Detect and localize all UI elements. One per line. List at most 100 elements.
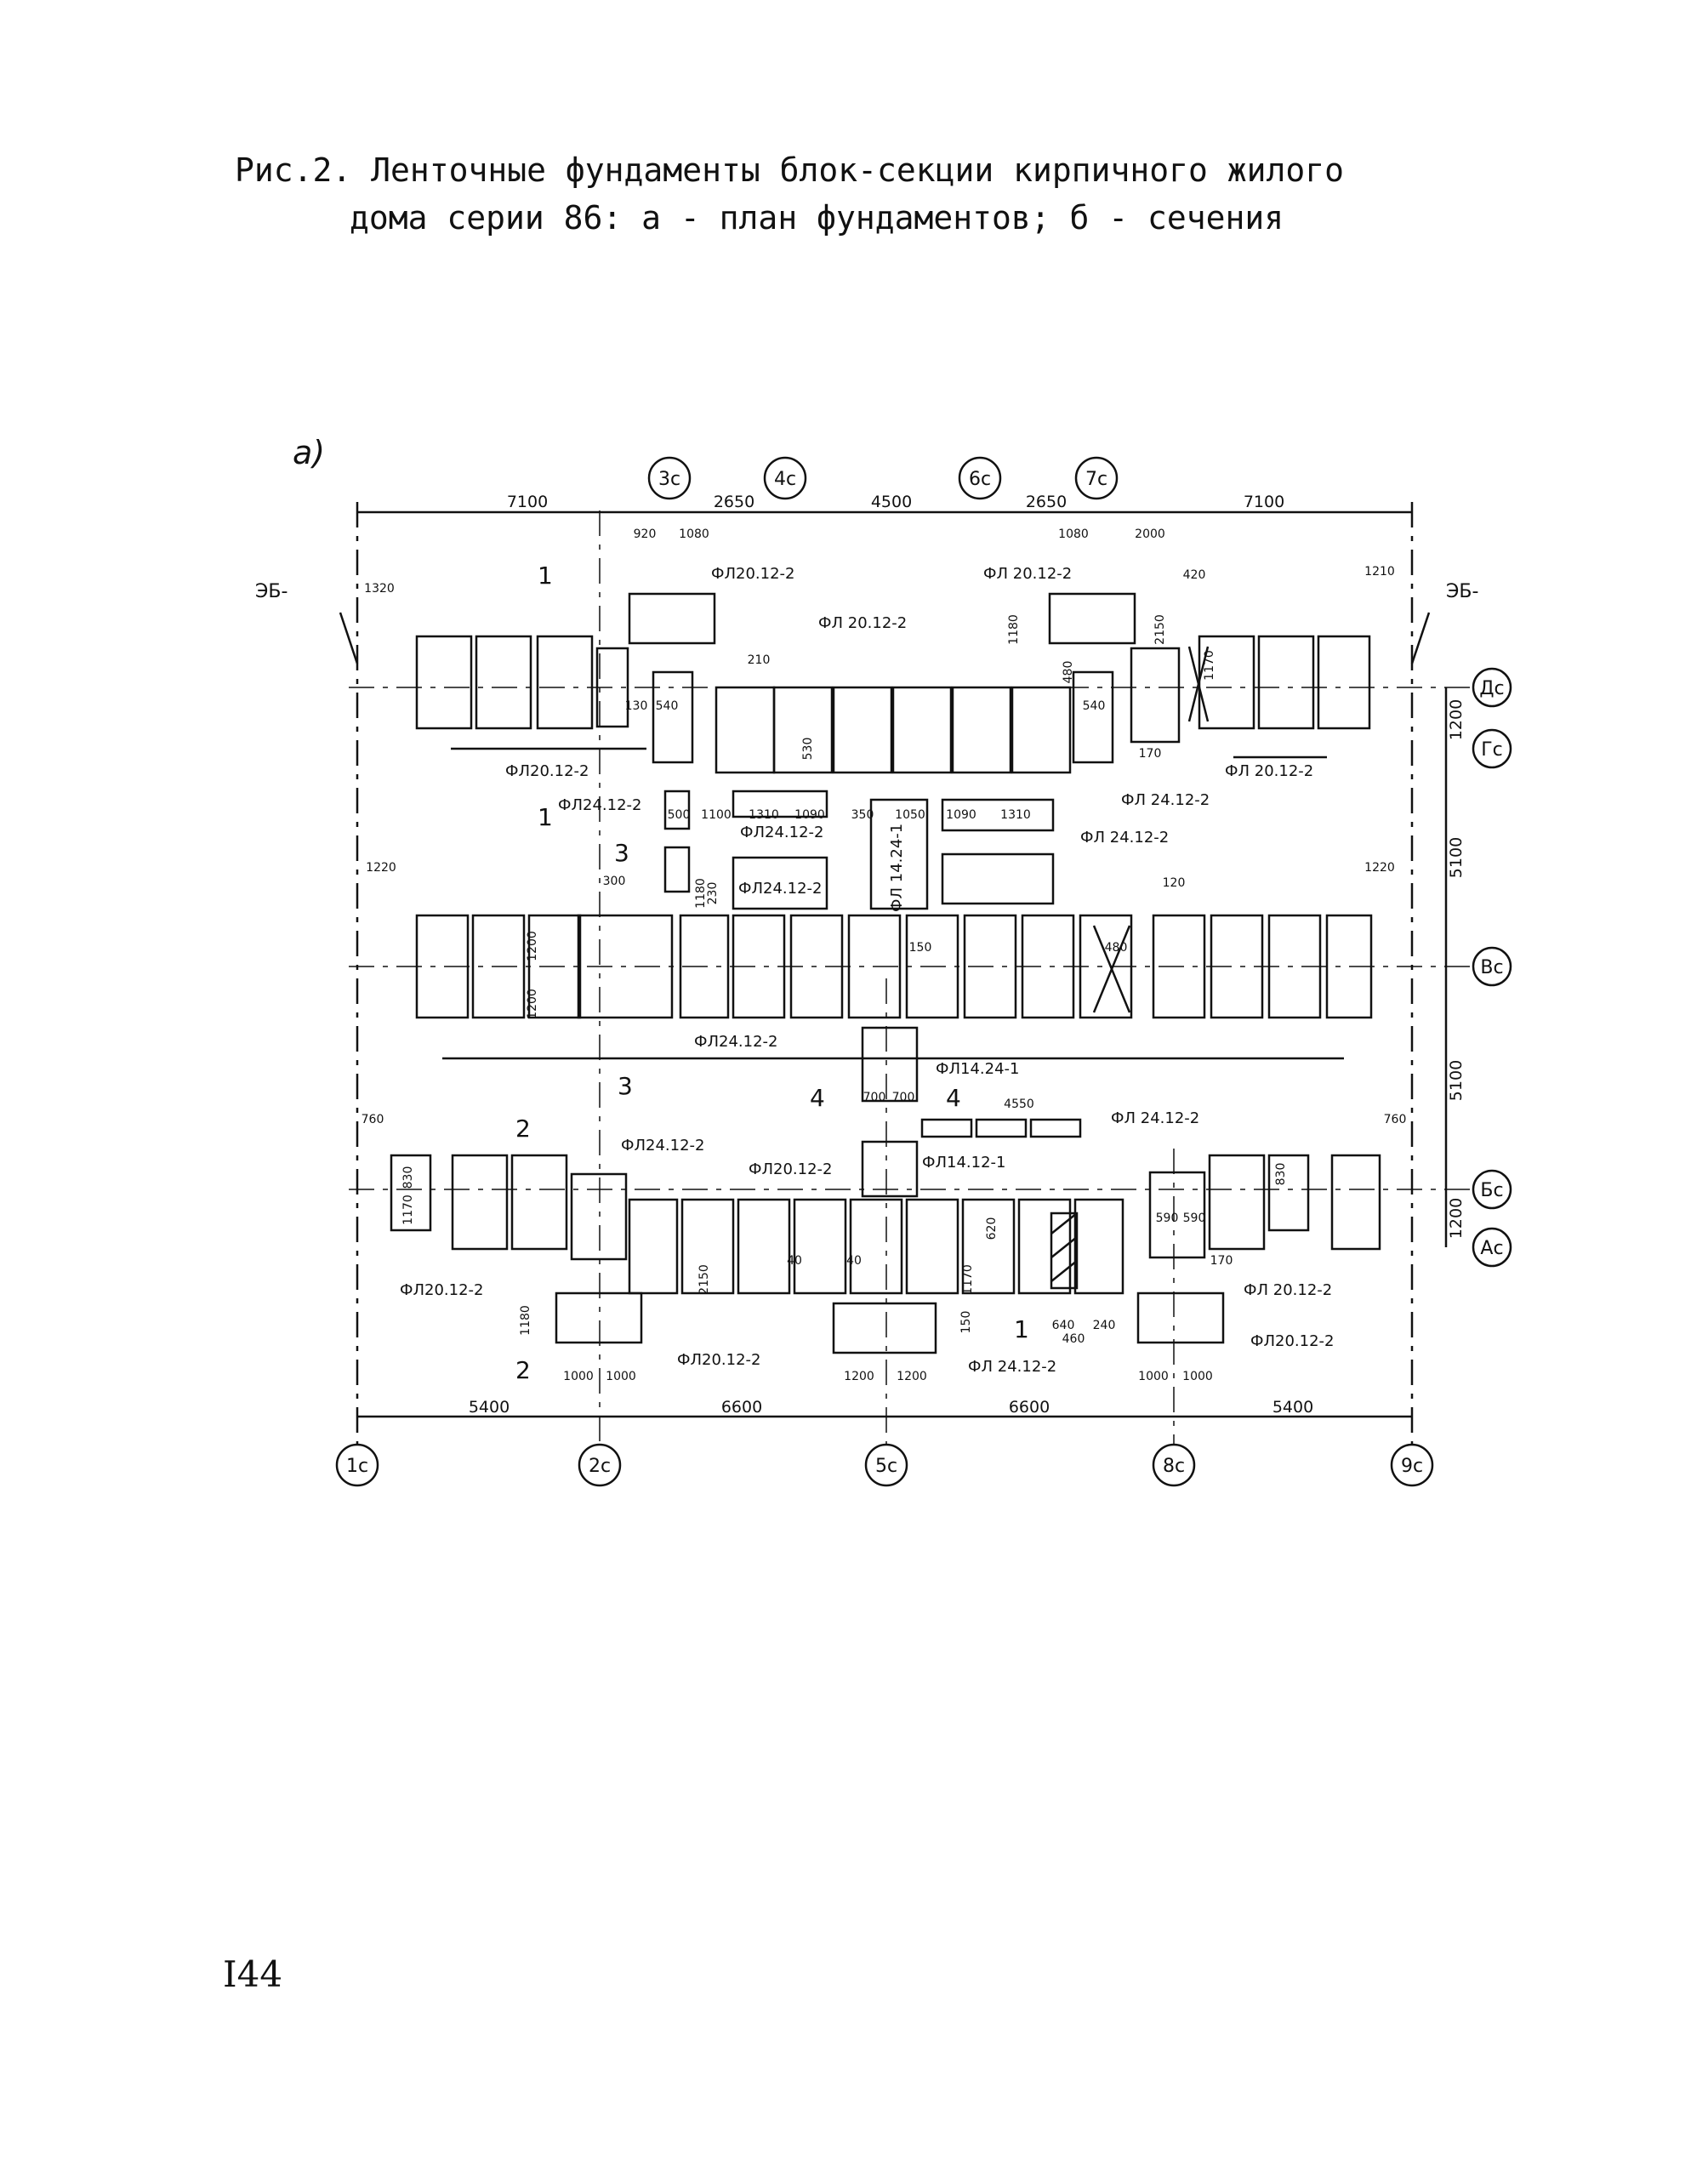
block-label: ФЛ20.12-2 [711, 565, 795, 583]
axis-label: Бс [1480, 1180, 1503, 1201]
section-mark: 2 [515, 1115, 531, 1143]
dim-label: 590 [1156, 1212, 1179, 1225]
block-label: ФЛ24.12-2 [694, 1033, 778, 1051]
caption-line-2: дома серии 86: а - план фундаментов; б -… [350, 199, 1284, 237]
bottom-dim: 6600 [721, 1398, 762, 1417]
top-dim: 7100 [1244, 493, 1284, 511]
axis-label: 7с [1085, 469, 1107, 490]
bottom-dim: 6600 [1009, 1398, 1050, 1417]
right-dim: 5100 [1447, 1060, 1466, 1101]
figure-caption: Рис.2. Ленточные фундаменты блок-секции … [235, 146, 1344, 242]
dim-label: 1080 [1058, 527, 1089, 541]
dim-label: 920 [634, 527, 657, 541]
block-label: ФЛ24.12-2 [738, 880, 823, 898]
axis-label: 8с [1163, 1456, 1185, 1477]
dim-label: 1170 [961, 1264, 975, 1295]
axis-label: 6с [969, 469, 991, 490]
block-label: ФЛ 24.12-2 [1121, 791, 1210, 809]
axis-bubble-7c [1074, 456, 1119, 500]
dim-label: 500 [668, 808, 691, 822]
dim-label: 1170 [401, 1195, 415, 1225]
block-label: ФЛ14.24-1 [936, 1060, 1020, 1078]
dim-label: 480 [1062, 661, 1075, 684]
axis-label: 4с [774, 469, 796, 490]
eb-label: ЭБ- [255, 581, 288, 602]
block-label: ФЛ 20.12-2 [1225, 762, 1313, 780]
block-label: ФЛ 14.24-1 [888, 824, 906, 912]
dim-label: 830 [401, 1166, 415, 1189]
dim-label: 1000 [563, 1370, 594, 1383]
axis-label: 5с [875, 1456, 897, 1477]
dim-label: 760 [362, 1113, 384, 1126]
axis-label: 3с [658, 469, 680, 490]
dim-label: 350 [851, 808, 874, 822]
axis-bubble-gc [1472, 728, 1512, 769]
axis-label: Дс [1479, 678, 1504, 699]
dim-label: 1100 [701, 808, 732, 822]
dim-label: 240 [1093, 1319, 1116, 1332]
dim-label: 1000 [606, 1370, 636, 1383]
section-mark: 4 [946, 1084, 961, 1112]
axis-bubble-dc [1472, 667, 1512, 708]
dim-label: 420 [1183, 568, 1206, 582]
axis-bubbles [335, 456, 1512, 1487]
dim-label: 1180 [694, 878, 708, 909]
dim-label: 700 [863, 1091, 886, 1104]
dim-label: 150 [959, 1311, 973, 1334]
dim-label: 540 [656, 699, 679, 713]
eb-label: ЭБ- [1446, 581, 1478, 602]
block-label: ФЛ 24.12-2 [1111, 1109, 1199, 1127]
section-mark: 1 [538, 803, 553, 831]
axis-bubble-8c [1152, 1443, 1196, 1487]
dim-label: 2150 [697, 1264, 711, 1295]
dim-label: 1210 [1364, 565, 1395, 579]
dim-label: 40 [846, 1254, 862, 1268]
axis-label: 2с [589, 1456, 611, 1477]
axis-bubble-6c [958, 456, 1002, 500]
right-dim: 5100 [1447, 837, 1466, 878]
page-number: I44 [223, 1953, 283, 1995]
section-mark: 1 [1014, 1315, 1029, 1343]
dim-label: 480 [1105, 941, 1128, 955]
axis-bubble-2c [578, 1443, 622, 1487]
right-dim: 1200 [1447, 1198, 1466, 1239]
sub-figure-label: а) [293, 434, 326, 471]
section-mark: 3 [618, 1072, 633, 1100]
block-label: ФЛ20.12-2 [400, 1281, 484, 1299]
axis-label: 9с [1401, 1456, 1423, 1477]
dim-label: 120 [1163, 876, 1186, 890]
top-dim: 7100 [507, 493, 548, 511]
dim-label: 1310 [1000, 808, 1031, 822]
block-label: ФЛ20.12-2 [505, 762, 589, 780]
section-mark: 3 [614, 839, 629, 867]
dim-label: 1180 [1007, 614, 1021, 645]
dim-label: 1090 [794, 808, 825, 822]
block-label: ФЛ 24.12-2 [968, 1358, 1056, 1376]
top-dim: 2650 [714, 493, 754, 511]
dim-label: 1090 [946, 808, 976, 822]
dim-label: 2000 [1135, 527, 1165, 541]
dim-label: 1080 [679, 527, 709, 541]
dim-label: 830 [1274, 1163, 1288, 1186]
section-mark: 1 [538, 562, 553, 590]
block-label: ФЛ 24.12-2 [1080, 829, 1169, 847]
dim-label: 230 [706, 882, 720, 905]
dim-label: 150 [909, 941, 932, 955]
block-label: ФЛ24.12-2 [621, 1137, 705, 1155]
axis-label: Ас [1480, 1238, 1503, 1259]
dim-label: 1200 [526, 989, 539, 1019]
block-label: ФЛ20.12-2 [1250, 1332, 1335, 1350]
dim-label: 1180 [519, 1305, 532, 1336]
section-mark: 2 [515, 1356, 531, 1384]
axis-label: Вс [1480, 957, 1503, 978]
axis-bubble-3c [647, 456, 692, 500]
dim-label: 460 [1062, 1332, 1085, 1346]
dim-label: 700 [892, 1091, 915, 1104]
dim-label: 540 [1083, 699, 1106, 713]
dim-label: 170 [1210, 1254, 1233, 1268]
block-label: ФЛ24.12-2 [558, 796, 642, 814]
dim-label: 1000 [1138, 1370, 1169, 1383]
block-label: ФЛ24.12-2 [740, 824, 824, 841]
dim-label: 2150 [1153, 614, 1167, 645]
